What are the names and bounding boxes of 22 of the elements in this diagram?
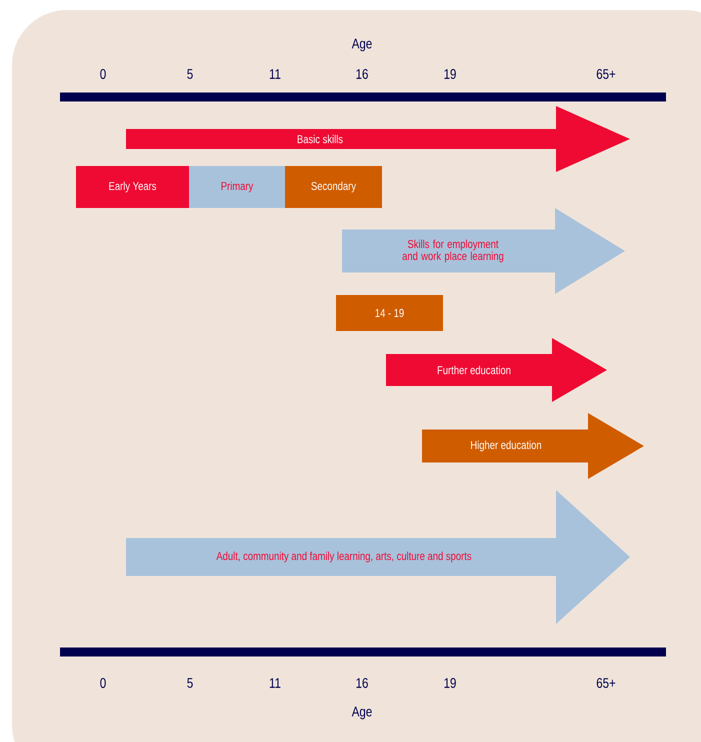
stage-box: Secondary bbox=[285, 166, 382, 208]
stage-box: 14 - 19 bbox=[336, 295, 443, 331]
age-tick-label: 5 bbox=[187, 69, 193, 79]
learning-stage-band: Higher education bbox=[422, 413, 644, 479]
age-tick-label: 19 bbox=[444, 678, 456, 688]
age-tick-label: 0 bbox=[100, 69, 106, 79]
age-tick-label: 16 bbox=[356, 678, 368, 688]
age-tick-label: 0 bbox=[100, 678, 106, 688]
stage-box: Primary bbox=[189, 166, 285, 208]
age-tick-label: 65+ bbox=[596, 678, 616, 688]
learning-stage-band: Further education bbox=[386, 338, 607, 402]
axis-title: Age bbox=[352, 38, 372, 52]
age-tick-label: 11 bbox=[270, 678, 280, 688]
stage-box: Early Years bbox=[76, 166, 189, 208]
age-tick-label: 19 bbox=[444, 69, 456, 79]
learning-stage-band: Adult, community and family learning, arts, culture and sports bbox=[126, 490, 630, 624]
age-tick-label: 16 bbox=[356, 69, 368, 79]
learning-stage-band: Skills for employment and work place learning bbox=[342, 208, 625, 294]
axis-title: Age bbox=[352, 706, 372, 720]
age-tick-label: 11 bbox=[270, 69, 280, 79]
age-tick-label: 5 bbox=[187, 678, 193, 688]
age-tick-label: 65+ bbox=[596, 69, 616, 79]
